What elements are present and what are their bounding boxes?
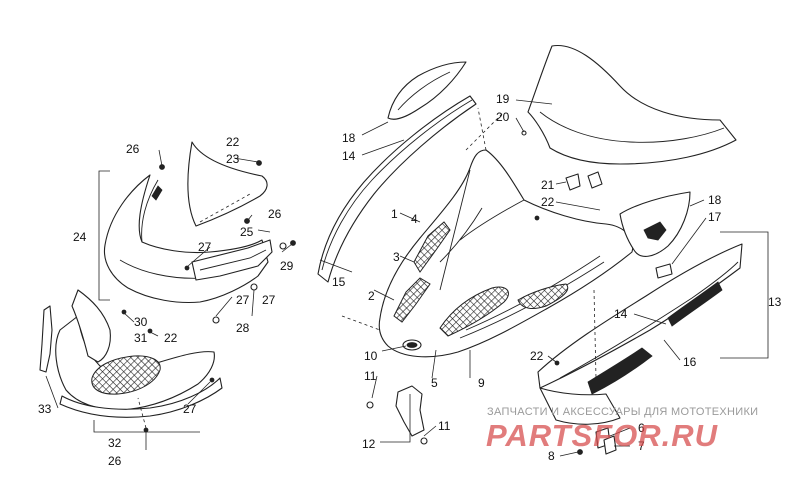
callout-22: 22 xyxy=(530,349,544,363)
callout-3: 3 xyxy=(393,250,400,264)
callout-22: 22 xyxy=(226,135,240,149)
callout-26: 26 xyxy=(268,207,282,221)
side-vent-part xyxy=(655,263,673,279)
callout-12: 12 xyxy=(362,437,376,451)
callout-19: 19 xyxy=(496,92,510,106)
hood-vent-lower xyxy=(393,277,431,323)
callout-17: 17 xyxy=(708,210,722,224)
upper-bezel-part xyxy=(387,61,467,120)
callout-21: 21 xyxy=(541,178,555,192)
mount-nut xyxy=(420,437,428,445)
callout-20: 20 xyxy=(496,110,510,124)
callout-32: 32 xyxy=(108,436,122,450)
callout-9: 9 xyxy=(478,376,485,390)
callout-23: 23 xyxy=(226,152,240,166)
windshield-bracket xyxy=(565,173,581,191)
callout-27: 27 xyxy=(198,240,212,254)
left-side-trim-part xyxy=(317,95,477,283)
fastener-set-left xyxy=(121,160,296,433)
callout-6: 6 xyxy=(638,421,645,435)
upper-fairing-part xyxy=(187,141,268,227)
watermark-logo: PARTSFOR.RU xyxy=(486,418,719,453)
hood-assembly xyxy=(317,44,737,445)
hood-crease xyxy=(439,169,525,291)
side-panel-graphic xyxy=(587,347,653,395)
callout-18: 18 xyxy=(708,193,722,207)
nose-shell-slot xyxy=(151,185,163,201)
callout-11: 11 xyxy=(364,369,377,383)
callout-26: 26 xyxy=(126,142,140,156)
callout-25: 25 xyxy=(240,225,254,239)
windshield-edge xyxy=(539,111,725,143)
hood-body-part xyxy=(378,149,634,358)
callout-31: 31 xyxy=(134,331,148,345)
left-nose-assembly xyxy=(39,141,296,433)
callout-30: 30 xyxy=(134,315,148,329)
leader-lines xyxy=(45,99,769,457)
callout-5: 5 xyxy=(431,376,438,390)
callout-10: 10 xyxy=(364,349,378,363)
callout-27: 27 xyxy=(236,293,250,307)
callout-11: 11 xyxy=(438,419,451,433)
hood-emblem-inner xyxy=(406,342,418,348)
trim-strip-part xyxy=(39,305,53,373)
callout-4: 4 xyxy=(411,212,418,226)
bracket-inner xyxy=(199,249,267,271)
callout-24: 24 xyxy=(73,230,87,244)
right-side-assembly xyxy=(537,191,743,455)
callout-28: 28 xyxy=(236,321,250,335)
callout-labels: 22 26 23 24 26 25 27 29 27 27 28 30 31 2… xyxy=(38,92,782,468)
nose-grille xyxy=(91,355,161,395)
callout-13: 13 xyxy=(768,295,782,309)
side-panel-lower xyxy=(539,387,621,425)
callout-1: 1 xyxy=(391,207,398,221)
callout-18: 18 xyxy=(342,131,356,145)
front-bumper-part xyxy=(59,377,223,418)
callout-22: 22 xyxy=(164,331,178,345)
upper-bezel-inner xyxy=(397,71,451,111)
callout-27: 27 xyxy=(183,402,197,416)
callout-29: 29 xyxy=(280,259,294,273)
callout-22: 22 xyxy=(541,195,555,209)
hood-grille-right xyxy=(517,283,569,309)
side-panel-part xyxy=(71,289,111,363)
right-bezel-logo xyxy=(643,221,667,241)
hood-vent-upper xyxy=(413,221,451,273)
callout-27: 27 xyxy=(262,293,276,307)
watermark-tagline: ЗАПЧАСТИ И АКСЕССУАРЫ ДЛЯ МОТОТЕХНИКИ xyxy=(487,406,759,418)
side-panel-stripe xyxy=(559,261,739,379)
left-side-trim-edge xyxy=(321,99,473,271)
callout-14: 14 xyxy=(342,149,356,163)
mount-washer xyxy=(366,401,374,409)
callout-14: 14 xyxy=(614,307,628,321)
bracket-part xyxy=(191,239,273,281)
windshield-part xyxy=(527,44,737,165)
callout-8: 8 xyxy=(548,449,555,463)
hood-grille-center xyxy=(439,286,509,337)
callout-16: 16 xyxy=(683,355,697,369)
callout-15: 15 xyxy=(332,275,346,289)
callout-33: 33 xyxy=(38,402,52,416)
clip-part-2 xyxy=(603,435,617,455)
windshield-clip xyxy=(587,171,603,189)
side-panel-graphic-2 xyxy=(667,281,723,327)
callout-26: 26 xyxy=(108,454,122,468)
callout-7: 7 xyxy=(638,439,645,453)
callout-2: 2 xyxy=(368,289,375,303)
